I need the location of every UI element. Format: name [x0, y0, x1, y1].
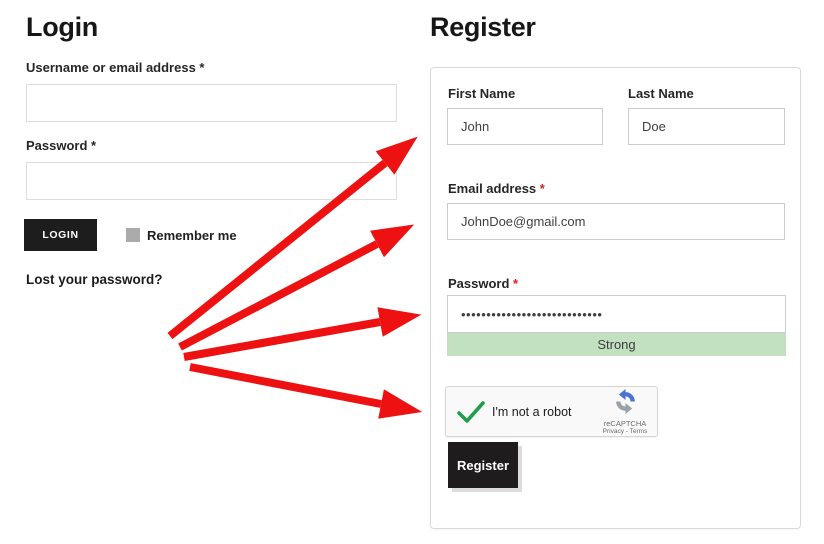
first-name-label: First Name: [448, 86, 516, 101]
first-name-input[interactable]: [447, 108, 603, 145]
email-label: Email address *: [448, 181, 545, 196]
register-password-label: Password *: [448, 276, 518, 291]
login-password-label: Password *: [26, 138, 97, 153]
annotation-arrow: [178, 224, 415, 351]
username-input[interactable]: [26, 84, 397, 122]
email-required-mark: *: [539, 181, 545, 196]
register-button[interactable]: Register: [448, 442, 518, 488]
recaptcha-brand: reCAPTCHA: [603, 419, 647, 428]
recaptcha-logo-block: reCAPTCHA Privacy - Terms: [598, 389, 652, 436]
checkmark-icon: [457, 401, 485, 423]
password-required-mark: *: [513, 276, 519, 291]
register-heading: Register: [430, 12, 536, 42]
register-form-box: First Name Last Name Email address * Pas…: [430, 67, 801, 529]
remember-me-checkbox[interactable]: [126, 228, 140, 242]
last-name-label: Last Name: [628, 86, 694, 101]
annotation-arrow: [183, 307, 422, 361]
recaptcha-widget[interactable]: I'm not a robot reCAPTCHA Privacy - Term…: [445, 386, 658, 437]
lost-password-link[interactable]: Lost your password?: [26, 272, 163, 287]
recaptcha-privacy-terms-links[interactable]: Privacy - Terms: [602, 428, 648, 435]
password-strength-meter: Strong: [447, 333, 786, 356]
login-password-input[interactable]: [26, 162, 397, 200]
email-label-text: Email address: [448, 181, 537, 196]
remember-me-label: Remember me: [147, 228, 237, 243]
email-input[interactable]: [447, 203, 785, 240]
last-name-input[interactable]: [628, 108, 785, 145]
recaptcha-label: I'm not a robot: [492, 405, 572, 419]
recaptcha-logo-icon: [615, 389, 635, 414]
login-heading: Login: [26, 12, 98, 42]
annotation-arrow: [189, 363, 423, 419]
login-button[interactable]: LOGIN: [24, 219, 97, 251]
register-password-label-text: Password: [448, 276, 510, 291]
username-label: Username or email address *: [26, 60, 205, 75]
register-password-input[interactable]: [447, 295, 786, 333]
